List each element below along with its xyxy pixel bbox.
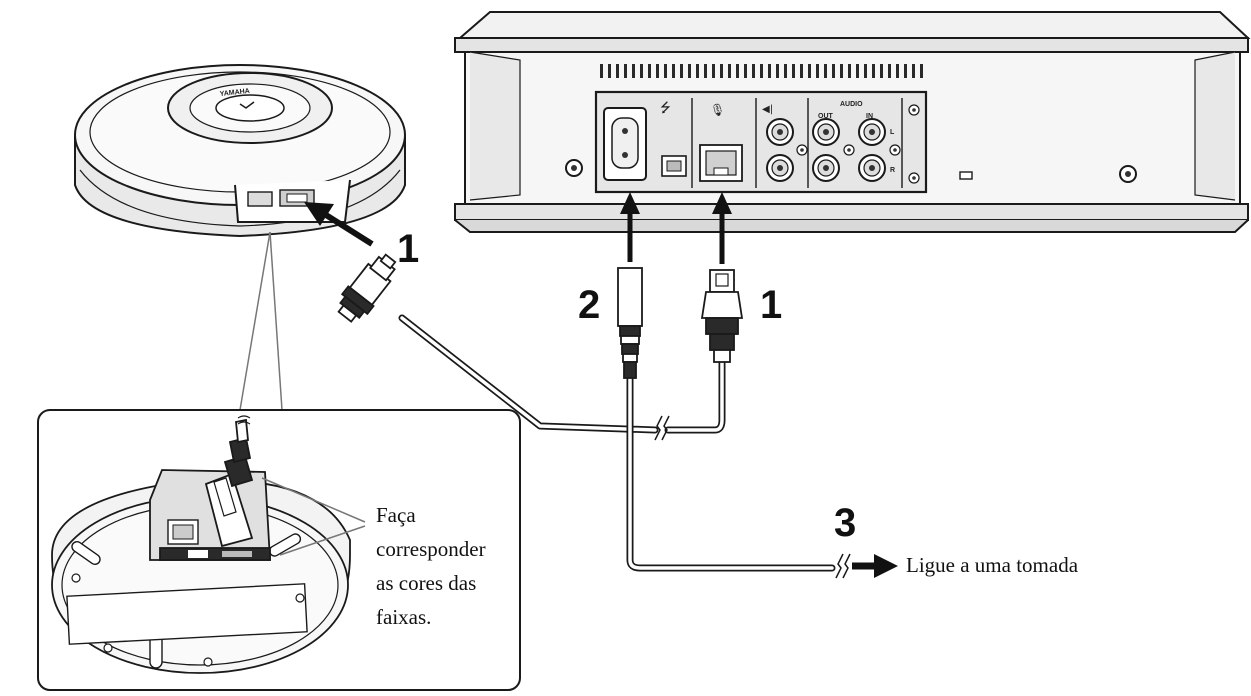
svg-text:🎙: 🎙	[710, 103, 725, 117]
step-number-power-cable: 2	[578, 283, 600, 327]
inset-note-line-1: Faça	[376, 503, 416, 527]
power-inlet-port	[603, 107, 647, 181]
mic-cable	[398, 314, 726, 441]
ventilation-slots	[600, 64, 923, 78]
speaker-logo: YAMAHA	[219, 88, 250, 98]
audio-group-label: AUDIO	[840, 101, 863, 108]
mic-lan-port: 🎙	[691, 98, 743, 188]
conference-device-rear: ⭍ 🎙 ◀| AUDIO OUT IN L R	[454, 11, 1251, 233]
audio-out-label: OUT	[818, 113, 834, 120]
svg-text:⭍: ⭍	[660, 101, 671, 116]
audio-jacks: ◀| AUDIO OUT IN L R	[755, 98, 920, 188]
microphone-speaker-unit: YAMAHA	[74, 64, 406, 238]
power-plug	[617, 267, 643, 379]
kensington-slot	[959, 171, 973, 180]
speaker-underside-detail	[51, 415, 351, 674]
mic-cable-plug	[337, 253, 397, 323]
outlet-arrow	[852, 554, 898, 578]
step-number-mic-cable: 1	[397, 227, 419, 271]
step-number-outlet: 3	[834, 501, 856, 545]
usb-port: ⭍	[660, 101, 687, 177]
audio-in-label: IN	[866, 113, 873, 120]
power-cable	[626, 374, 851, 579]
step-number-lan-cable: 1	[760, 283, 782, 327]
inset-note-line-3: as cores das	[376, 571, 476, 595]
inset-note-line-4: faixas.	[376, 605, 431, 629]
svg-text:◀|: ◀|	[762, 104, 773, 115]
channel-right-label: R	[890, 167, 895, 174]
outlet-instruction: Ligue a uma tomada	[906, 553, 1079, 577]
channel-left-label: L	[890, 129, 895, 136]
inset-pointer-lines	[261, 477, 366, 556]
insert-arrow-power	[620, 192, 640, 262]
inset-note-line-2: corresponder	[376, 537, 486, 561]
insert-arrow-lan	[712, 192, 732, 264]
inset-callout-lines	[239, 231, 283, 411]
lan-plug	[700, 269, 744, 363]
insert-arrow-speaker	[304, 202, 374, 247]
